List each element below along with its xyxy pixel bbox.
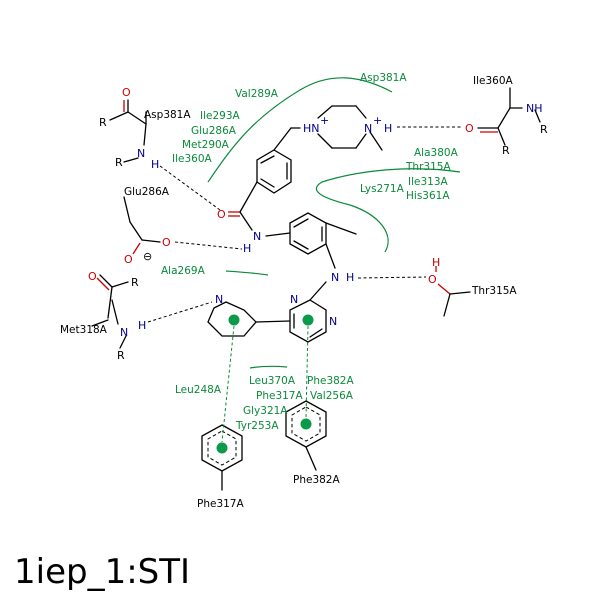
hyd-label-thr315: Thr315A [405,161,451,173]
asp381-R-2: R [115,156,123,169]
hyd-label-leu370: Leu370A [249,375,296,387]
atom-plus-2: + [373,114,382,127]
thr315-residue [435,266,471,317]
pi-stack-phe317 [221,325,235,443]
pi-centroid-pyridine [228,314,240,326]
residue-label-glu286: Glu286A [124,186,170,198]
ile360-residue-right [477,87,541,146]
ile360-O: O [465,122,474,135]
pi-centroid-pyrimidine [302,314,314,326]
hyd-label-ile360: Ile360A [172,153,213,165]
atom-N-amide: N [253,230,261,243]
asp381-O: O [122,86,131,99]
diagram-title: 1iep_1:STI [14,552,190,592]
hydrophobic-arc-top [207,77,393,183]
ile360-R-2: R [502,144,510,157]
hbond-glu286-nh [174,241,243,250]
residue-label-ile360: Ile360A [473,75,514,87]
residue-label-phe317: Phe317A [197,498,244,510]
hyd-label-lys271: Lys271A [360,183,405,195]
hydrophobic-arc-leu370 [249,365,288,369]
hydrophobic-arc-right [315,168,461,253]
pyrimidine-ring [289,281,327,343]
atom-HN-plus: HN [303,122,320,135]
hyd-label-glu286: Glu286A [191,125,237,137]
hbond-asp381-amide [159,165,221,211]
asp381-R-1: R [99,116,107,129]
atom-N-pyrimidine-2: N [329,315,337,328]
atom-O-amide: O [217,208,226,221]
glu286-O-2: O [124,253,133,266]
atom-N-plus: N [364,122,372,135]
met318-residue [91,274,129,349]
glu286-O-1: O [162,236,171,249]
phe317-ring [201,424,243,491]
asp381-residue-left [109,99,147,163]
glu286-minus: ⊖ [143,250,152,263]
glu286-residue-left [123,196,161,255]
thr315-H: H [432,256,440,269]
hyd-label-his361: His361A [406,190,450,202]
ile360-NH: NH [526,102,543,115]
atom-N-linker: N [331,271,339,284]
methylphenyl-ring [265,212,357,269]
met318-R-2: R [117,349,125,362]
hyd-label-gly321: Gly321A [243,405,288,417]
residue-label-thr315: Thr315A [471,285,517,297]
hbond-thr315-nh [357,276,427,279]
residue-label-met318: Met318A [60,324,108,336]
thr315-O: O [428,273,437,286]
hydrophobic-arc-ala269 [225,270,269,276]
pi-stack-phe382 [305,325,309,419]
hyd-label-tyr253: Tyr253A [235,420,279,432]
hbond-met318-pyridine-n [147,301,213,323]
hyd-label-phe382: Phe382A [307,375,354,387]
residue-label-asp381: Asp381A [144,109,191,121]
met318-N: N [120,326,128,339]
hyd-label-ala380: Ala380A [414,147,459,159]
benzyl-ring [228,149,292,231]
met318-O: O [88,270,97,283]
hyd-label-leu248: Leu248A [175,384,222,396]
hyd-label-val289: Val289A [235,88,279,100]
hyd-label-val256: Val256A [310,390,354,402]
hyd-label-met290: Met290A [182,139,230,151]
atom-N-pyridine: N [215,293,223,306]
atom-H-amide: H [243,242,251,255]
met318-R-1: R [131,276,139,289]
atom-H-linker: H [346,271,354,284]
atom-N-pyrimidine-1: N [290,293,298,306]
residue-label-phe382: Phe382A [293,474,340,486]
asp381-N: N [137,147,145,160]
hyd-label-ala269: Ala269A [161,265,206,277]
met318-H: H [138,319,146,332]
phe382-ring [285,400,327,471]
atom-H-piperazine: H [384,122,392,135]
atom-plus-1: + [320,114,329,127]
hyd-label-asp381: Asp381A [360,72,407,84]
hyd-label-phe317: Phe317A [256,390,303,402]
hyd-label-ile313: Ile313A [408,176,449,188]
hyd-label-ile293: Ile293A [200,110,241,122]
ile360-R-1: R [540,123,548,136]
asp381-H: H [151,158,159,171]
piperazine-ring [273,105,383,151]
pyridine-ring [207,301,291,337]
